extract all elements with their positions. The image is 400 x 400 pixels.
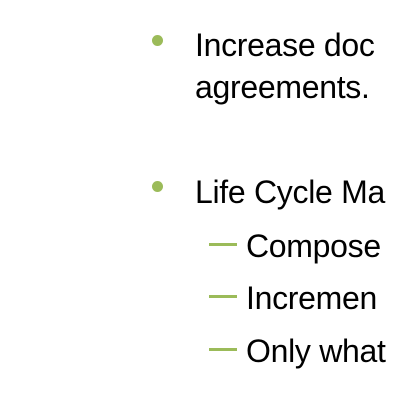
sub-bullet-text: Compose <box>246 228 381 264</box>
bullet-text-line: Life Cycle Ma <box>195 174 385 210</box>
sub-bullet-item: Incremen <box>0 276 400 320</box>
bullet-text-line: Increase doc <box>195 27 375 63</box>
sub-bullet-text: Incremen <box>246 280 377 316</box>
dash-icon <box>209 348 237 351</box>
bullet-dot-icon <box>152 35 163 46</box>
dash-icon <box>209 243 237 246</box>
sub-bullet-item: Only what <box>0 329 400 373</box>
dash-icon <box>209 295 237 298</box>
bullet-text-line: agreements. <box>195 69 370 105</box>
bullet-dot-icon <box>152 181 163 192</box>
sub-bullet-item: Compose <box>0 224 400 268</box>
sub-bullet-text: Only what <box>246 333 386 369</box>
